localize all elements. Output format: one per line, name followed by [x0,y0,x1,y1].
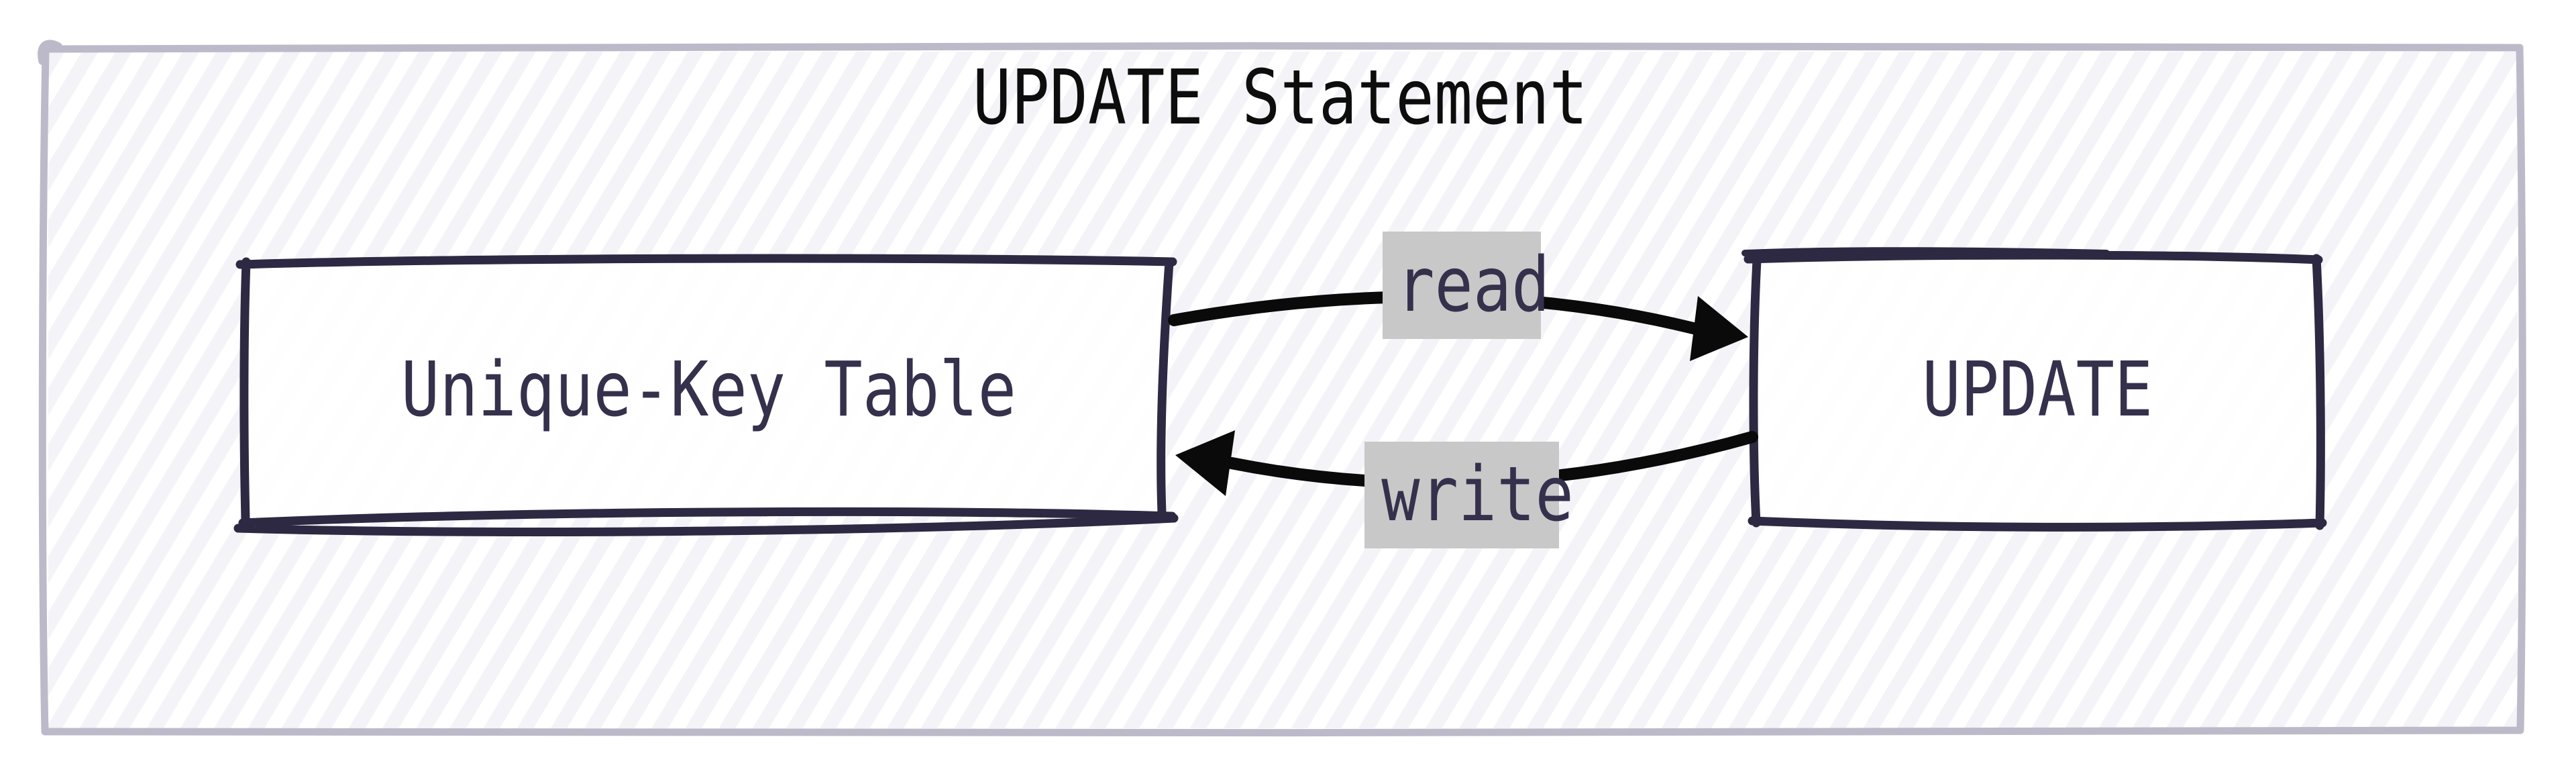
frame-border-path [38,42,2526,737]
node-update-label-text: UPDATE [1922,346,2153,434]
edge-label-read: read [1383,232,1550,339]
edge-label-write: write [1364,442,1574,548]
frame-corner-curl [38,40,62,65]
node-unique-key-table-border [233,254,1179,536]
write-arrow-head [1175,430,1235,496]
edge-label-read-text: read [1396,242,1550,329]
frame-border [38,40,2526,737]
edge-label-write-text: write [1381,451,1574,538]
node-unique-key-table-shape [233,254,1179,536]
diagram-title: UPDATE Statement [810,58,1750,138]
read-arrow-head [1690,296,1748,361]
node-unique-key-table-label-text: Unique-Key Table [400,346,1016,434]
node-unique-key-table-label: Unique-Key Table [272,350,1144,430]
node-unique-key-table-fill [246,259,1171,521]
node-update-shape [1741,247,2327,532]
diagram-title-text: UPDATE Statement [972,54,1588,142]
node-update-fill [1756,257,2320,524]
node-update-border-overshoot [1741,247,2110,256]
node-update-label: UPDATE [1635,350,2440,430]
